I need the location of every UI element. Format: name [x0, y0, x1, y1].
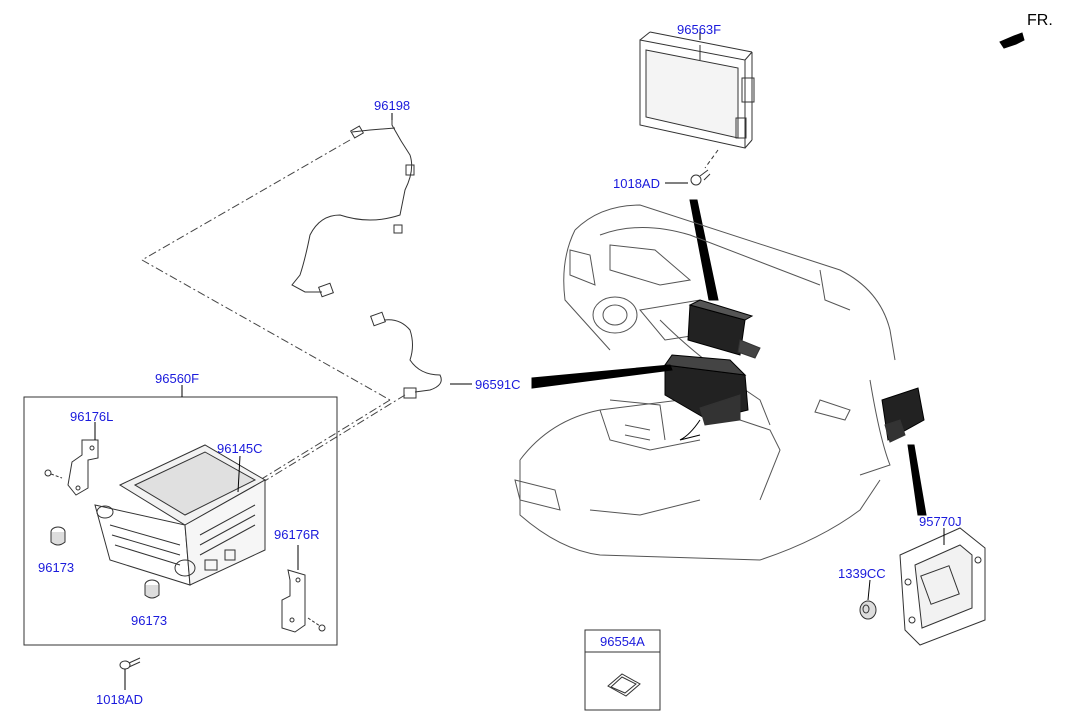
- label-96563F[interactable]: 96563F: [677, 22, 722, 37]
- label-96198[interactable]: 96198: [374, 98, 411, 113]
- label-96176R[interactable]: 96176R: [274, 527, 320, 542]
- bracket-96176R[interactable]: [281, 569, 306, 633]
- label-95770J[interactable]: 95770J: [919, 514, 962, 529]
- grommet-1339CC-icon[interactable]: [859, 600, 877, 620]
- box-96554A: [584, 629, 661, 711]
- label-96173-right[interactable]: 96173: [131, 613, 168, 628]
- cable-96198[interactable]: [291, 115, 415, 298]
- cable-96591C[interactable]: [370, 311, 442, 399]
- front-direction-arrow-icon: [999, 32, 1025, 49]
- screw-1018AD-top-icon[interactable]: [690, 169, 711, 186]
- dashboard-illustration: [514, 204, 896, 561]
- label-1339CC[interactable]: 1339CC: [838, 566, 886, 581]
- label-1018AD-bottom[interactable]: 1018AD: [96, 692, 143, 707]
- label-96560F[interactable]: 96560F: [155, 371, 200, 386]
- direction-label: FR.: [1027, 12, 1053, 29]
- label-96176L[interactable]: 96176L: [70, 409, 114, 424]
- display-unit-96563F[interactable]: [639, 31, 755, 149]
- label-96591C[interactable]: 96591C: [475, 377, 521, 392]
- bracket-screw-icon: [44, 469, 63, 479]
- head-unit-96145C[interactable]: [94, 444, 267, 586]
- bracket-screw-right-icon: [307, 617, 326, 632]
- head-unit-installed: [664, 354, 749, 441]
- knob-96173-left[interactable]: [50, 526, 66, 546]
- label-sticker-96554A[interactable]: [607, 673, 641, 697]
- knob-96173-right[interactable]: [144, 579, 160, 599]
- screw-1018AD-bottom-icon[interactable]: [119, 657, 141, 670]
- display-module-installed: [687, 299, 761, 359]
- label-96554A[interactable]: 96554A: [600, 634, 645, 649]
- ecu-installed: [881, 387, 925, 443]
- ecu-95770J[interactable]: [899, 527, 986, 646]
- reference-lines: [141, 139, 406, 521]
- bracket-96176L[interactable]: [67, 439, 99, 496]
- label-1018AD-top[interactable]: 1018AD: [613, 176, 660, 191]
- label-96173-left[interactable]: 96173: [38, 560, 75, 575]
- assembly-box-96560F: [23, 396, 338, 646]
- label-96145C[interactable]: 96145C: [217, 441, 263, 456]
